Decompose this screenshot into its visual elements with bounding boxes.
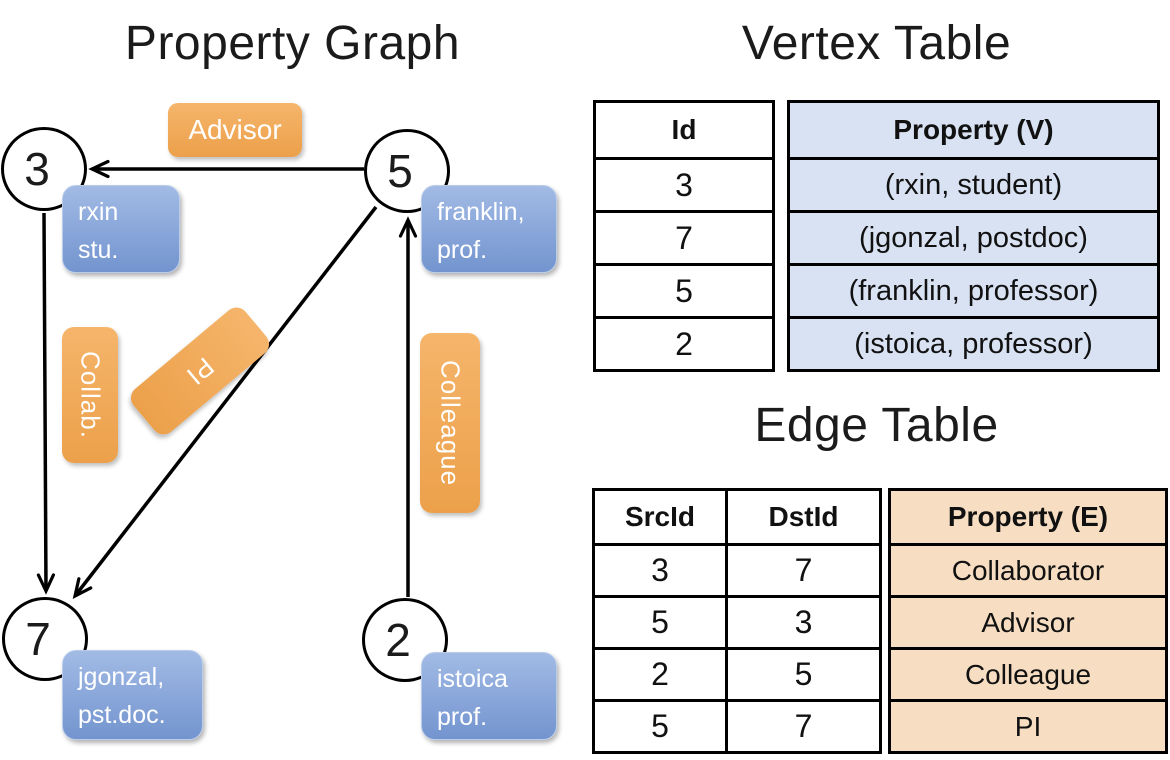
vertex-table-row-property: (rxin, student) bbox=[790, 160, 1157, 210]
vertex-property-box-2: istoica prof. bbox=[421, 652, 557, 740]
vertex-property-5-line1: franklin, bbox=[437, 198, 525, 226]
vertex-table-property-header: Property (V) bbox=[790, 103, 1157, 157]
edge-table-property-header: Property (E) bbox=[891, 491, 1165, 543]
vertex-table-row-id: 5 bbox=[596, 266, 772, 316]
edge-3-to-7-line bbox=[36, 212, 56, 595]
vertex-table-row-id: 7 bbox=[596, 213, 772, 263]
vertex-table-row-id: 2 bbox=[596, 319, 772, 369]
edge-5-to-7-line bbox=[72, 205, 378, 599]
edge-table-row-dst: 7 bbox=[728, 546, 879, 595]
edge-table-id-columns: SrcId DstId 3 7 5 3 2 5 5 7 bbox=[592, 488, 882, 754]
vertex-node-2: 2 bbox=[362, 598, 448, 682]
edge-table-property-column: Property (E) Collaborator Advisor Collea… bbox=[888, 488, 1168, 754]
vertex-node-2-id: 2 bbox=[385, 614, 411, 666]
vertex-property-2-line1: istoica bbox=[437, 665, 508, 693]
vertex-node-7-id: 7 bbox=[25, 613, 51, 665]
vertex-property-5-line2: prof. bbox=[437, 236, 488, 264]
edge-table-title: Edge Table bbox=[754, 399, 999, 452]
vertex-property-box-3: rxin stu. bbox=[62, 185, 180, 273]
vertex-table-row-property: (istoica, professor) bbox=[790, 319, 1157, 369]
edge-table-row-dst: 3 bbox=[728, 598, 879, 647]
vertex-table-property-column: Property (V) (rxin, student) (jgonzal, p… bbox=[787, 100, 1160, 372]
edge-table-row-dst: 5 bbox=[728, 650, 879, 699]
vertex-node-3-id: 3 bbox=[24, 143, 50, 195]
vertex-property-3-line1: rxin bbox=[78, 198, 119, 226]
edge-table-row-property: Collaborator bbox=[891, 546, 1165, 595]
edge-label-colleague-text: Colleague bbox=[435, 359, 466, 487]
edge-table-row-dst: 7 bbox=[728, 702, 879, 751]
edge-table-srcid-header: SrcId bbox=[595, 491, 725, 543]
vertex-property-7-line2: pst.doc. bbox=[78, 701, 166, 729]
edge-label-pi-text: PI bbox=[180, 351, 221, 392]
property-graph-title: Property Graph bbox=[124, 17, 461, 70]
vertex-table-title: Vertex Table bbox=[741, 17, 1012, 70]
vertex-table-id-column: Id 3 7 5 2 bbox=[593, 100, 775, 372]
edge-table-dstid-header: DstId bbox=[728, 491, 879, 543]
vertex-property-7-line1: jgonzal, bbox=[78, 663, 165, 691]
edge-table-row-src: 2 bbox=[595, 650, 725, 699]
vertex-table-row-property: (franklin, professor) bbox=[790, 266, 1157, 316]
edge-table-row-src: 5 bbox=[595, 598, 725, 647]
edge-label-collab: Collab. bbox=[62, 327, 118, 463]
edge-table-row-src: 3 bbox=[595, 546, 725, 595]
vertex-property-box-7: jgonzal, pst.doc. bbox=[62, 650, 203, 740]
edge-label-advisor: Advisor bbox=[168, 103, 302, 157]
vertex-node-5: 5 bbox=[364, 129, 450, 213]
edge-table-row-property: Colleague bbox=[891, 650, 1165, 699]
vertex-property-box-5: franklin, prof. bbox=[421, 185, 557, 273]
graph-edges-svg bbox=[36, 159, 418, 599]
edge-label-collab-text: Collab. bbox=[75, 351, 106, 439]
edge-table-row-property: PI bbox=[891, 702, 1165, 751]
edge-table-row-property: Advisor bbox=[891, 598, 1165, 647]
vertex-property-3-line2: stu. bbox=[78, 236, 119, 264]
edge-label-colleague: Colleague bbox=[420, 333, 480, 513]
edge-table-row-src: 5 bbox=[595, 702, 725, 751]
vertex-property-2-line2: prof. bbox=[437, 703, 488, 731]
vertex-table-row-property: (jgonzal, postdoc) bbox=[790, 213, 1157, 263]
vertex-table-row-id: 3 bbox=[596, 160, 772, 210]
vertex-table-id-header: Id bbox=[596, 103, 772, 157]
edge-label-advisor-text: Advisor bbox=[188, 114, 282, 145]
vertex-node-5-id: 5 bbox=[387, 145, 413, 197]
